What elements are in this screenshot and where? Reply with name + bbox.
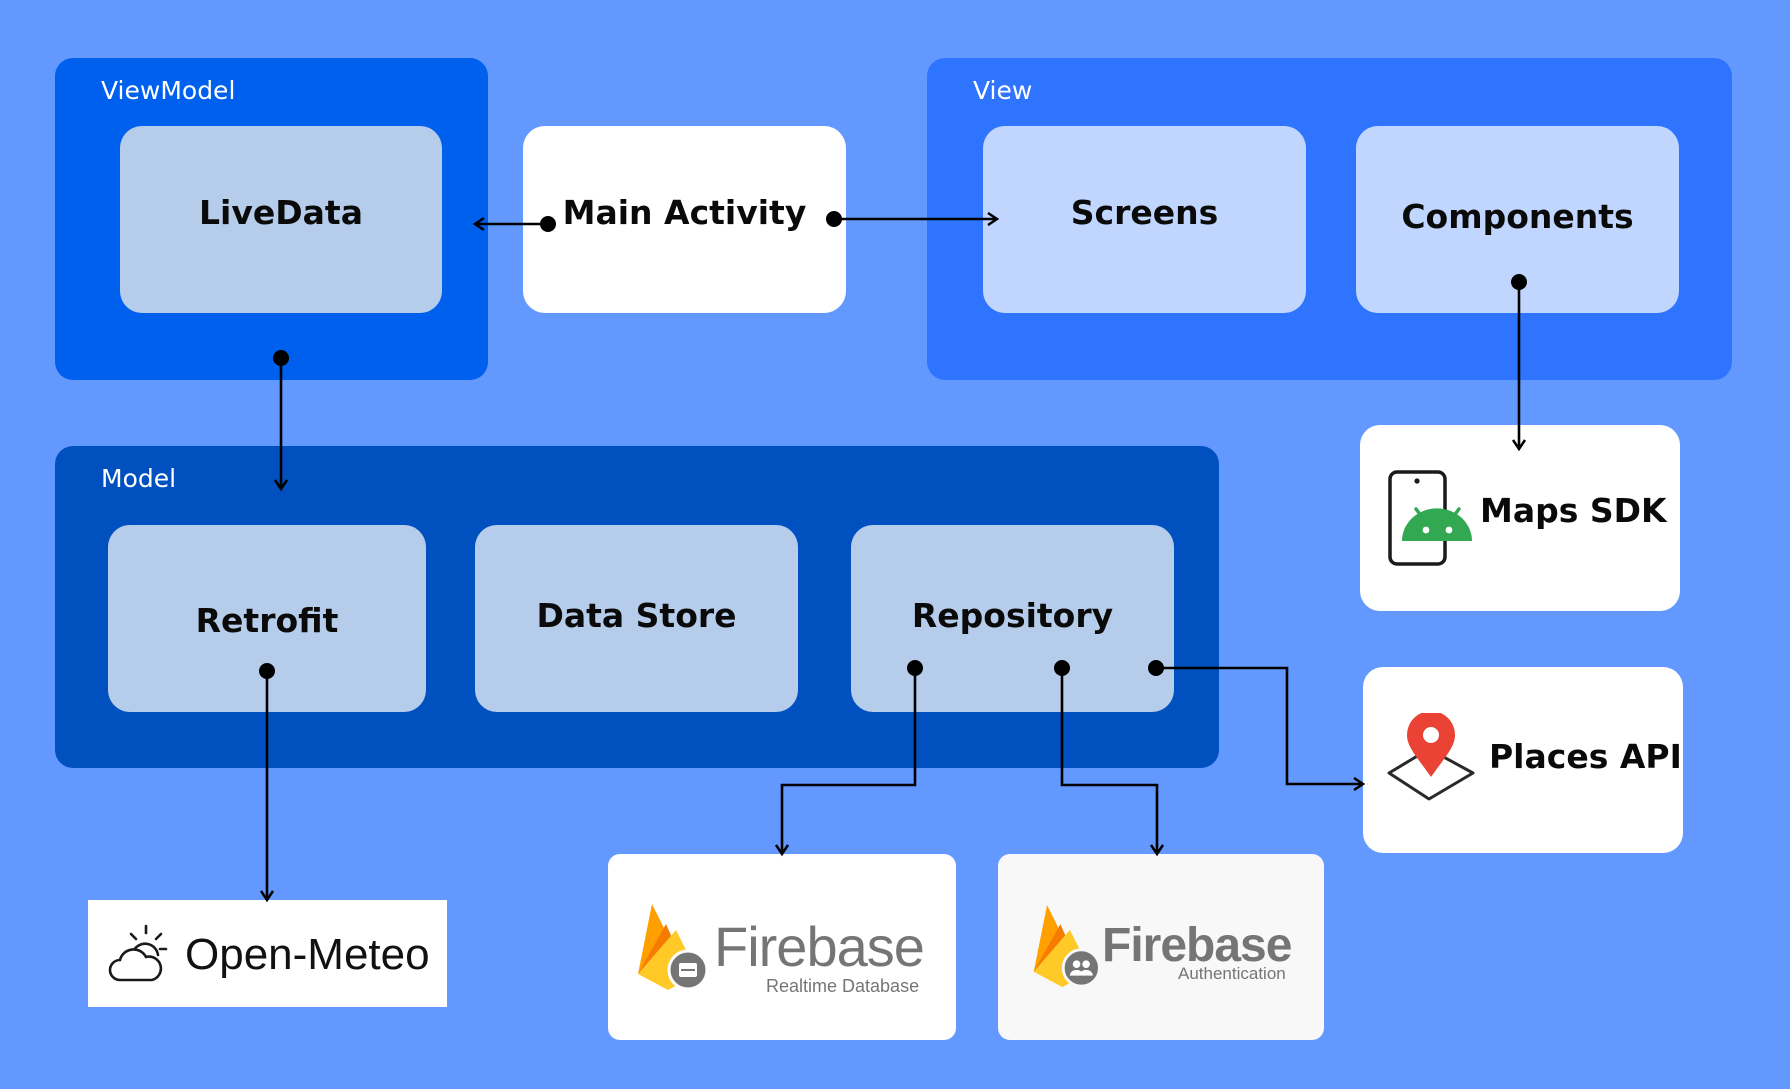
maps-sdk-label: Maps SDK — [1480, 491, 1667, 530]
firebase-flame-icon — [638, 904, 709, 991]
firebase-auth-subtitle: Authentication — [1178, 964, 1286, 983]
sun-cloud-icon — [108, 924, 168, 982]
components-label: Components — [1401, 197, 1634, 236]
livedata-label: LiveData — [199, 193, 363, 232]
firebase-db-title: Firebase — [714, 915, 925, 978]
data-store-node: Data Store — [475, 525, 798, 712]
firebase-auth-title: Firebase — [1102, 919, 1292, 972]
screens-node: Screens — [983, 126, 1306, 313]
repository-label: Repository — [911, 596, 1114, 635]
android-phone-icon — [1388, 470, 1472, 566]
model-group-label: Model — [101, 464, 177, 493]
main-activity-label: Main Activity — [562, 193, 807, 232]
map-pin-icon — [1387, 713, 1475, 801]
data-store-label: Data Store — [536, 596, 737, 635]
repository-node: Repository — [851, 525, 1174, 712]
components-node: Components — [1356, 126, 1679, 313]
places-api-label: Places API — [1489, 737, 1682, 776]
firebase-db-subtitle: Realtime Database — [766, 976, 920, 996]
firebase-realtime-database-card: Firebase Realtime Database — [608, 854, 956, 1040]
main-activity-node: Main Activity — [523, 126, 846, 313]
retrofit-node: Retrofit — [108, 525, 426, 712]
firebase-authentication-card: Firebase Authentication — [998, 854, 1324, 1040]
open-meteo-label: Open-Meteo — [185, 930, 430, 979]
retrofit-label: Retrofit — [195, 601, 339, 640]
maps-sdk-card: Maps SDK — [1360, 425, 1680, 611]
viewmodel-group-label: ViewModel — [101, 76, 236, 105]
screens-label: Screens — [1070, 193, 1219, 232]
livedata-node: LiveData — [120, 126, 442, 313]
firebase-flame-icon — [1033, 905, 1101, 988]
open-meteo-card: Open-Meteo — [88, 900, 447, 1007]
view-group-label: View — [973, 76, 1033, 105]
places-api-card: Places API — [1363, 667, 1683, 853]
